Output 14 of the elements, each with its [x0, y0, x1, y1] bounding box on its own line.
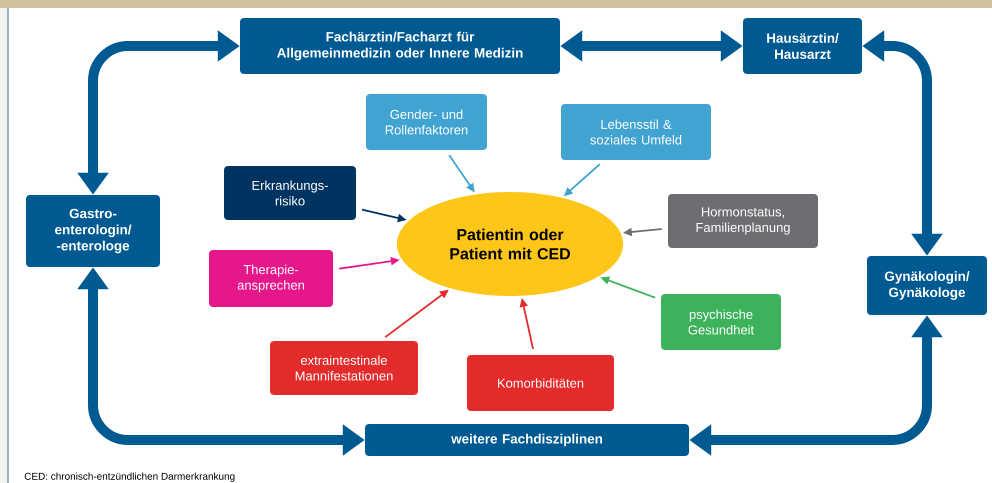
footnote: CED: chronisch-entzündlichen Darmerkrankung	[24, 472, 234, 482]
factor-box: Erkrankungs- risiko	[224, 166, 356, 220]
specialist-box: Hausärztin/ Hausarzt	[743, 18, 862, 74]
specialist-box: Gastro- enterologin/ -enterologe	[26, 195, 160, 267]
factor-box: Komorbiditäten	[467, 355, 614, 411]
factor-box: Hormonstatus, Familienplanung	[668, 194, 818, 248]
factor-box: Therapie- ansprechen	[209, 250, 333, 307]
factor-box: Lebensstil & soziales Umfeld	[561, 104, 711, 160]
factor-box: Gender- und Rollenfaktoren	[366, 94, 487, 150]
factor-box: psychische Gesundheit	[661, 294, 781, 350]
specialist-box: Gynäkologin/ Gynäkologe	[867, 256, 987, 315]
specialist-box: Fachärztin/Facharzt für Allgemeinmedizin oder Innere Medizin	[240, 18, 560, 74]
factor-box: extraintestinale Mannifestationen	[270, 341, 418, 395]
specialist-box: weitere Fachdisziplinen	[365, 424, 689, 456]
